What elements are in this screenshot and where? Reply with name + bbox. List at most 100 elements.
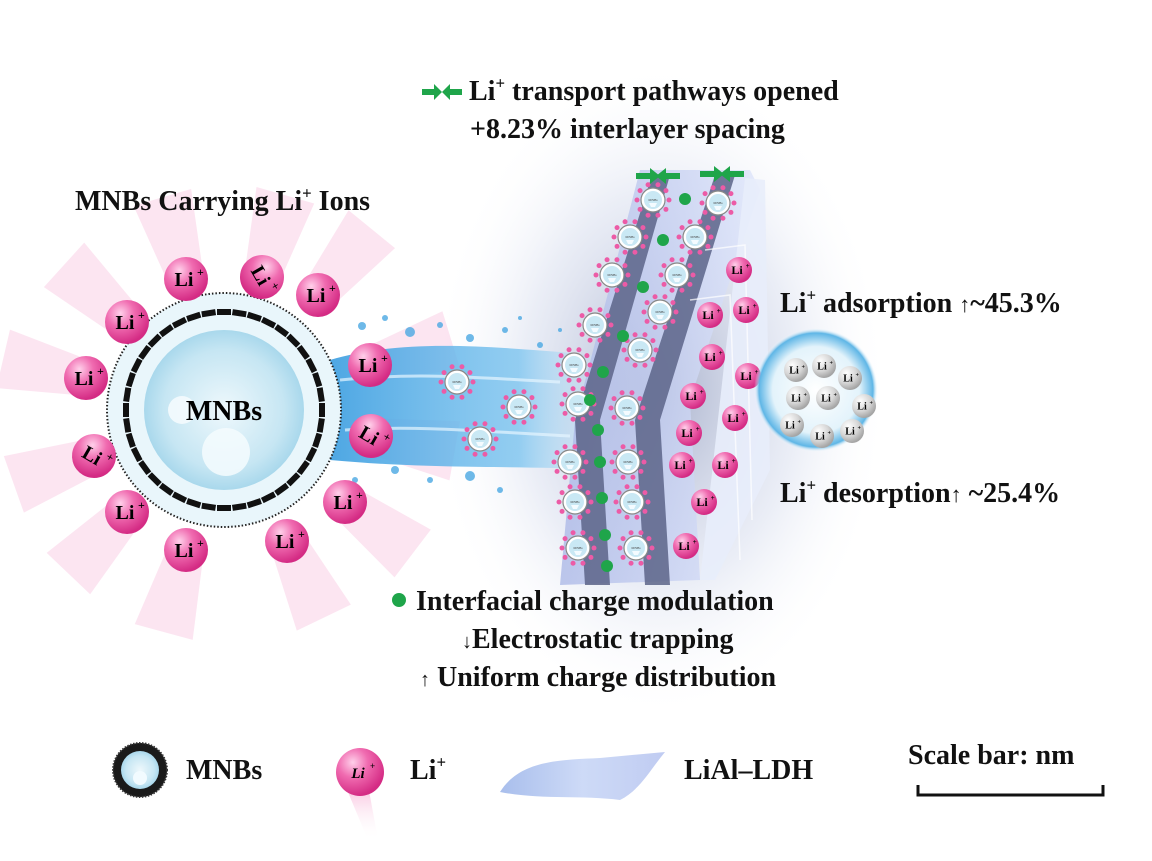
negative-surface-charges [123, 309, 325, 511]
ion-charge: + [746, 262, 750, 270]
ion-charge: + [802, 365, 806, 371]
negative-charge [158, 482, 174, 496]
ion-label: Li [702, 308, 714, 322]
mini-mnb-label: MNBs [607, 273, 617, 277]
mini-mnb-label: MNBs [514, 405, 524, 409]
ion-label: Li [175, 540, 194, 562]
green-charge-dot [637, 281, 649, 293]
mini-mnb: MNBs [555, 347, 593, 383]
negative-charge [217, 505, 231, 511]
cluster-li-ion: Li+ [838, 366, 862, 390]
ion-label: Li [704, 350, 716, 364]
adsorbed-li-ion: Li+ [699, 344, 725, 370]
ion-charge: + [356, 488, 363, 502]
water-droplet [466, 334, 474, 342]
ion-label: Li [791, 394, 801, 405]
negative-charge [296, 460, 310, 476]
mini-mnb: MNBs [611, 219, 649, 255]
mnb-bubble-label: MNBs [186, 396, 262, 427]
ion-charge: + [700, 388, 704, 396]
negative-charge [246, 498, 262, 509]
negative-charge [186, 311, 202, 322]
ion-charge: + [719, 349, 723, 357]
water-droplet [502, 327, 508, 333]
mini-mnb-label: MNBs [648, 198, 658, 202]
green-charge-dot [617, 330, 629, 342]
negative-charge [138, 460, 152, 476]
negative-charge [158, 324, 174, 338]
green-charge-dot [601, 560, 613, 572]
adsorbed-li-ion: Li+ [733, 297, 759, 323]
negative-charge [296, 344, 310, 360]
negative-charge [217, 309, 231, 315]
ion-charge: + [732, 457, 736, 465]
negative-charge [260, 316, 277, 329]
negative-charge [274, 324, 290, 338]
adsorbed-li-ion: Li+ [673, 533, 699, 559]
legend-ldh-label: LiAl–LDH [684, 755, 814, 786]
ion-charge: + [830, 361, 834, 367]
ion-label: Li [717, 458, 729, 472]
adsorbed-li-ion: Li+ [680, 383, 706, 409]
negative-charge [147, 472, 162, 487]
mechanism-line-3: ↑ Uniform charge distribution [420, 662, 777, 693]
legend-mnbs-label: MNBs [186, 755, 263, 786]
mini-mnb-label: MNBs [623, 460, 633, 464]
mini-mnb: MNBs [576, 307, 614, 343]
cluster-li-ion: Li+ [852, 394, 876, 418]
negative-charge [201, 309, 217, 318]
mini-mnb: MNBs [621, 332, 659, 368]
mini-mnb: MNBs [551, 444, 589, 480]
negative-charge [123, 403, 129, 417]
mini-mnb-label: MNBs [625, 235, 635, 239]
mini-mnb-label: MNBs [573, 546, 583, 550]
ion-charge: + [717, 307, 721, 315]
legend-li-icon: Li + [336, 748, 384, 840]
ion-label: Li [359, 355, 378, 377]
li-ion: Li+ [240, 255, 284, 299]
ion-charge: + [693, 538, 697, 546]
legend-li-label: Li+ [410, 752, 447, 786]
negative-charge [231, 309, 247, 318]
ion-charge: + [689, 457, 693, 465]
mini-mnb: MNBs [609, 444, 647, 480]
cluster-li-ion: Li+ [780, 413, 804, 437]
li-ion: Li+ [349, 414, 394, 458]
negative-charge [316, 387, 325, 403]
mini-mnb-label: MNBs [452, 380, 462, 384]
mini-mnb-label: MNBs [655, 310, 665, 314]
water-droplet [465, 471, 475, 481]
negative-charge [286, 333, 301, 348]
cluster-li-ion: Li+ [784, 358, 808, 382]
ion-charge: + [711, 494, 715, 502]
li-ion-cluster: Li+Li+Li+Li+Li+Li+Li+Li+Li+ [754, 328, 878, 452]
negative-charge [125, 432, 136, 448]
ion-label: Li [75, 368, 94, 390]
ion-label: Li [789, 366, 799, 377]
green-charge-dot [594, 456, 606, 468]
spacing-line: +8.23% interlayer spacing [470, 114, 785, 145]
negative-charge [316, 417, 325, 433]
ion-label: Li [696, 495, 708, 509]
water-droplet [391, 466, 399, 474]
adsorption-result: Li+ adsorption ↑~45.3% [780, 285, 1062, 319]
ion-charge: + [138, 308, 145, 322]
mini-mnb-label: MNBs [635, 348, 645, 352]
green-charge-dot [679, 193, 691, 205]
negative-charge [286, 472, 301, 487]
ion-label: Li [175, 269, 194, 291]
negative-charge [171, 316, 188, 329]
ion-charge: + [138, 498, 145, 512]
li-ion: Li+ [164, 257, 208, 301]
ion-charge: + [298, 527, 305, 541]
water-droplet [427, 477, 433, 483]
li-ions-ring: Li+Li+Li+Li+Li+Li+Li+Li+Li+Li+Li+Li+ [64, 255, 394, 572]
up-arrow-icon: ↑ [420, 669, 430, 691]
ion-charge: + [834, 393, 838, 399]
ion-charge: + [742, 410, 746, 418]
legend-ldh-icon [500, 752, 665, 800]
ion-charge: + [197, 265, 204, 279]
mini-mnb: MNBs [634, 182, 672, 218]
ion-charge: + [798, 420, 802, 426]
negative-charge [305, 446, 318, 463]
